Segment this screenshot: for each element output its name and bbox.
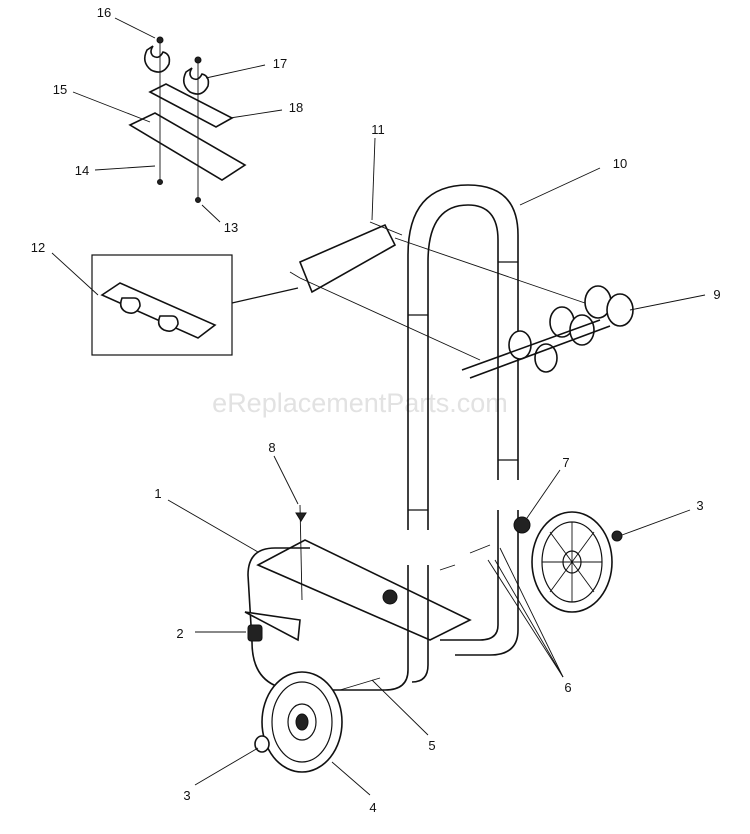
knob-icon: [382, 589, 398, 605]
hubcap-icon: [254, 735, 270, 753]
gun-holder-part-9: [461, 285, 634, 379]
callout-16: 16: [97, 5, 111, 20]
hubcap-icon: [611, 530, 623, 542]
callout-10: 10: [613, 156, 627, 171]
inset-box-part-12: [91, 254, 299, 356]
callout-labels: 16 17 15 18 14 13 11 12 10 9 8 1 7 3 2 6…: [31, 5, 721, 815]
callout-17: 17: [273, 56, 287, 71]
clip-part-17: [182, 67, 210, 95]
callout-15: 15: [53, 82, 67, 97]
callout-2: 2: [176, 626, 183, 641]
leader-lines: [51, 17, 706, 796]
wheel-part-4: [254, 671, 343, 773]
callout-8: 8: [268, 440, 275, 455]
hose-holder-assembly: [128, 36, 247, 203]
callout-6: 6: [564, 680, 571, 695]
watermark-text: eReplacementParts.com: [212, 388, 508, 418]
screw-icon: [194, 56, 202, 64]
nut-icon: [195, 197, 201, 203]
callout-3-left: 3: [183, 788, 190, 803]
callout-1: 1: [154, 486, 161, 501]
handle-frame-part-10: [299, 184, 621, 530]
nut-icon: [157, 179, 163, 185]
knob-part-7-icon: [513, 516, 531, 534]
callout-3-right: 3: [696, 498, 703, 513]
callout-7: 7: [562, 455, 569, 470]
callout-4: 4: [369, 800, 376, 815]
callout-11: 11: [371, 122, 385, 137]
callout-18: 18: [289, 100, 303, 115]
callout-5: 5: [428, 738, 435, 753]
callout-13: 13: [224, 220, 238, 235]
foot-part-2: [244, 611, 301, 642]
bracket-plate-part-15: [128, 112, 247, 181]
callout-9: 9: [713, 287, 720, 302]
screw-part-8-icon: [295, 512, 307, 522]
callout-12: 12: [31, 240, 45, 255]
callout-14: 14: [75, 163, 89, 178]
base-frame-part-1: [247, 504, 531, 691]
wheel-right: [531, 511, 623, 613]
screw-icon: [156, 36, 164, 44]
clip-part-16: [143, 45, 171, 73]
